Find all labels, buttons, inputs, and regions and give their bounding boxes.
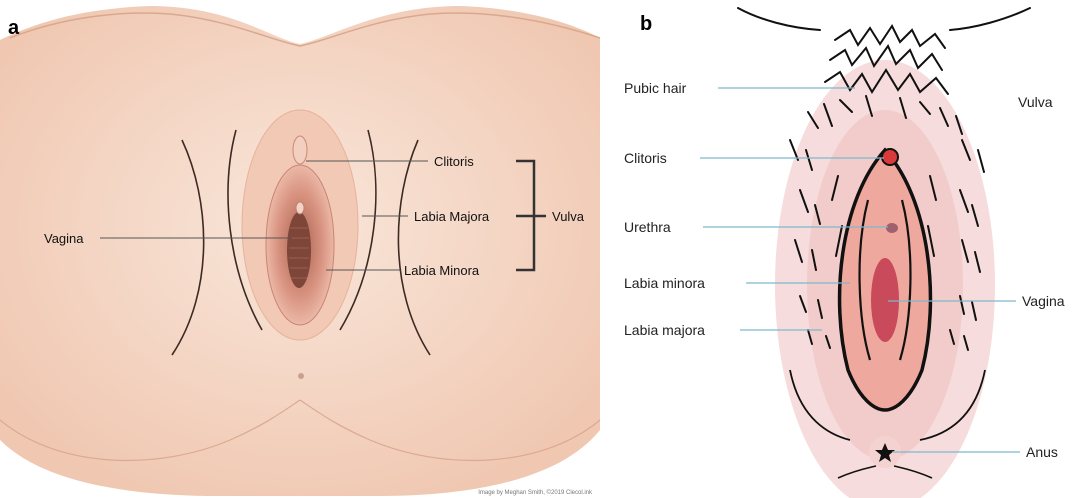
panel-a-vagina-opening [287, 212, 311, 288]
panel-b-label-clitoris: Clitoris [624, 150, 667, 166]
panel-a-label-vagina: Vagina [44, 231, 84, 246]
panel-b-label-anus: Anus [1026, 444, 1058, 460]
panel-a-urethra-shape [296, 202, 304, 214]
panel-a-letter: a [8, 17, 20, 39]
panel-b-clitoris-shape [882, 149, 898, 165]
panel-a-label-clitoris: Clitoris [434, 154, 474, 169]
panel-b-label-labia-majora: Labia majora [624, 322, 705, 338]
panel-b-label-vulva: Vulva [1018, 94, 1053, 110]
panel-a-label-labia-minora: Labia Minora [404, 263, 480, 278]
panel-b: b Pubic hair Clitoris Urethra Labia mino… [624, 8, 1065, 498]
panel-b-letter: b [640, 13, 652, 35]
panel-a-label-vulva: Vulva [552, 209, 585, 224]
panel-a-label-labia-majora: Labia Majora [414, 209, 490, 224]
panel-b-vagina-shape [871, 258, 899, 342]
panel-a-anus-dot [298, 373, 304, 379]
panel-a-image-credit: Image by Meghan Smith, ©2019 Clecol.ink [478, 489, 593, 496]
panel-b-urethra-shape [886, 223, 898, 233]
panel-a-clitoris-shape [293, 136, 307, 164]
panel-a: a Clitoris Labia Majora Labia Minora Vul… [0, 6, 600, 496]
panel-b-label-labia-minora: Labia minora [624, 275, 705, 291]
panel-b-label-urethra: Urethra [624, 219, 671, 235]
panel-b-label-vagina: Vagina [1022, 293, 1065, 309]
panel-b-label-pubic-hair: Pubic hair [624, 80, 687, 96]
